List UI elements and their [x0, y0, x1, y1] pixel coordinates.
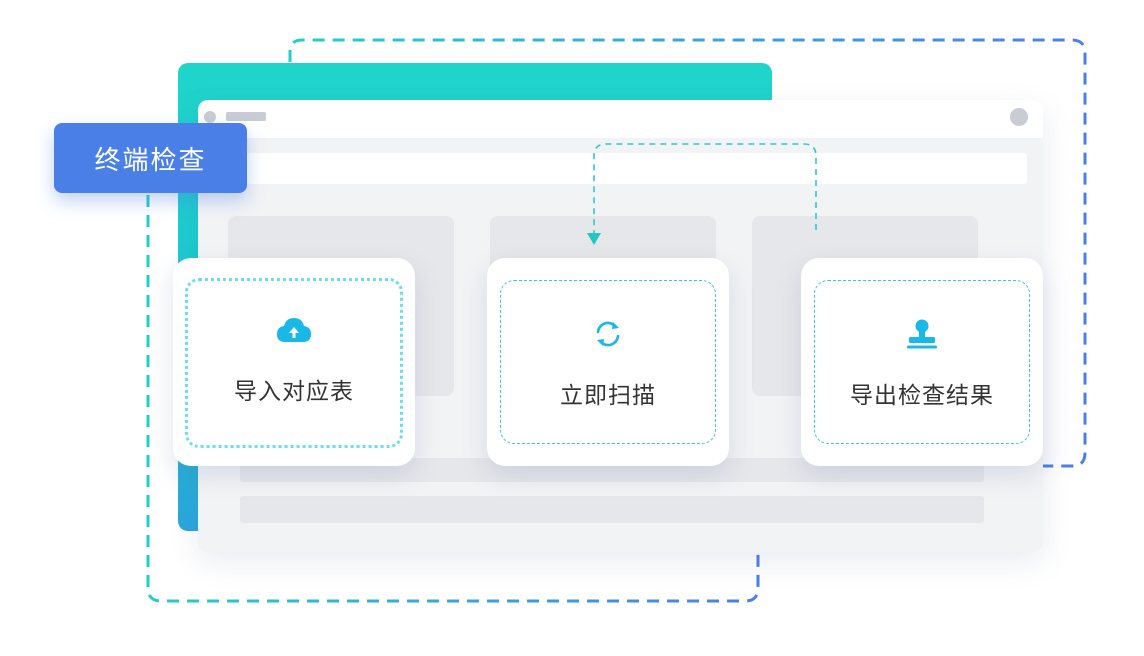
scan-now-card[interactable]: 立即扫描 [487, 258, 729, 466]
window-dot [204, 111, 216, 123]
card-inner-dashed-border [814, 280, 1030, 444]
cloud-upload-icon [277, 318, 311, 342]
window-title-placeholder [226, 112, 266, 121]
window-close-dot [1010, 108, 1028, 126]
card-label: 导出检查结果 [850, 383, 994, 409]
card-inner-dotted-border [185, 278, 403, 448]
card-label: 导入对应表 [234, 379, 354, 405]
refresh-icon [596, 321, 620, 347]
badge-label: 终端检查 [94, 145, 207, 176]
browser-title-bar [198, 100, 1043, 138]
terminal-check-badge: 终端检查 [54, 123, 247, 193]
row-placeholder-2 [240, 496, 984, 523]
stamp-icon [907, 319, 937, 349]
card-inner-dashed-border [500, 280, 716, 444]
import-mapping-card[interactable]: 导入对应表 [173, 258, 415, 466]
export-results-card[interactable]: 导出检查结果 [801, 258, 1043, 466]
address-bar-placeholder [241, 153, 1027, 184]
card-label: 立即扫描 [560, 383, 656, 409]
